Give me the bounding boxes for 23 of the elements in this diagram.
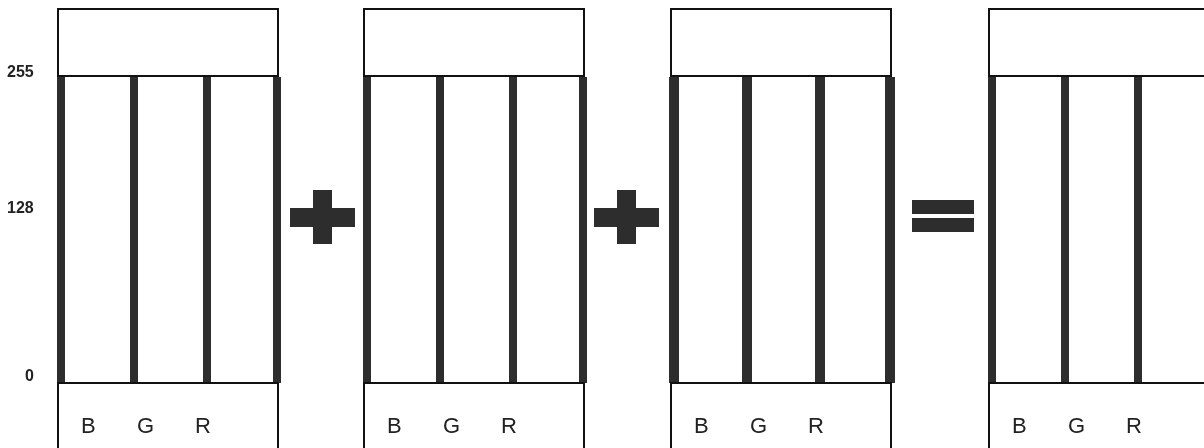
channel-label: B [694, 415, 709, 437]
channel-label-box [670, 382, 892, 448]
axis-value: 128 [7, 200, 34, 216]
channel-label: G [137, 415, 155, 437]
channel-label: R [808, 415, 824, 437]
channel-label: B [81, 415, 96, 437]
header-box [988, 8, 1204, 77]
channel-label-box [988, 382, 1204, 448]
channel-label: R [195, 415, 211, 437]
channel-label-box [57, 382, 279, 448]
axis-value: 255 [7, 64, 34, 80]
channel-label: G [1068, 415, 1086, 437]
channel-label: R [501, 415, 517, 437]
channel-label: G [443, 415, 461, 437]
channel-label: B [387, 415, 402, 437]
header-box [363, 8, 585, 77]
header-box [670, 8, 892, 77]
axis-value: 0 [25, 368, 34, 384]
channel-label: R [1126, 415, 1142, 437]
channel-label: B [1012, 415, 1027, 437]
channel-label-box [363, 382, 585, 448]
header-box [57, 8, 279, 77]
channel-label: G [750, 415, 768, 437]
